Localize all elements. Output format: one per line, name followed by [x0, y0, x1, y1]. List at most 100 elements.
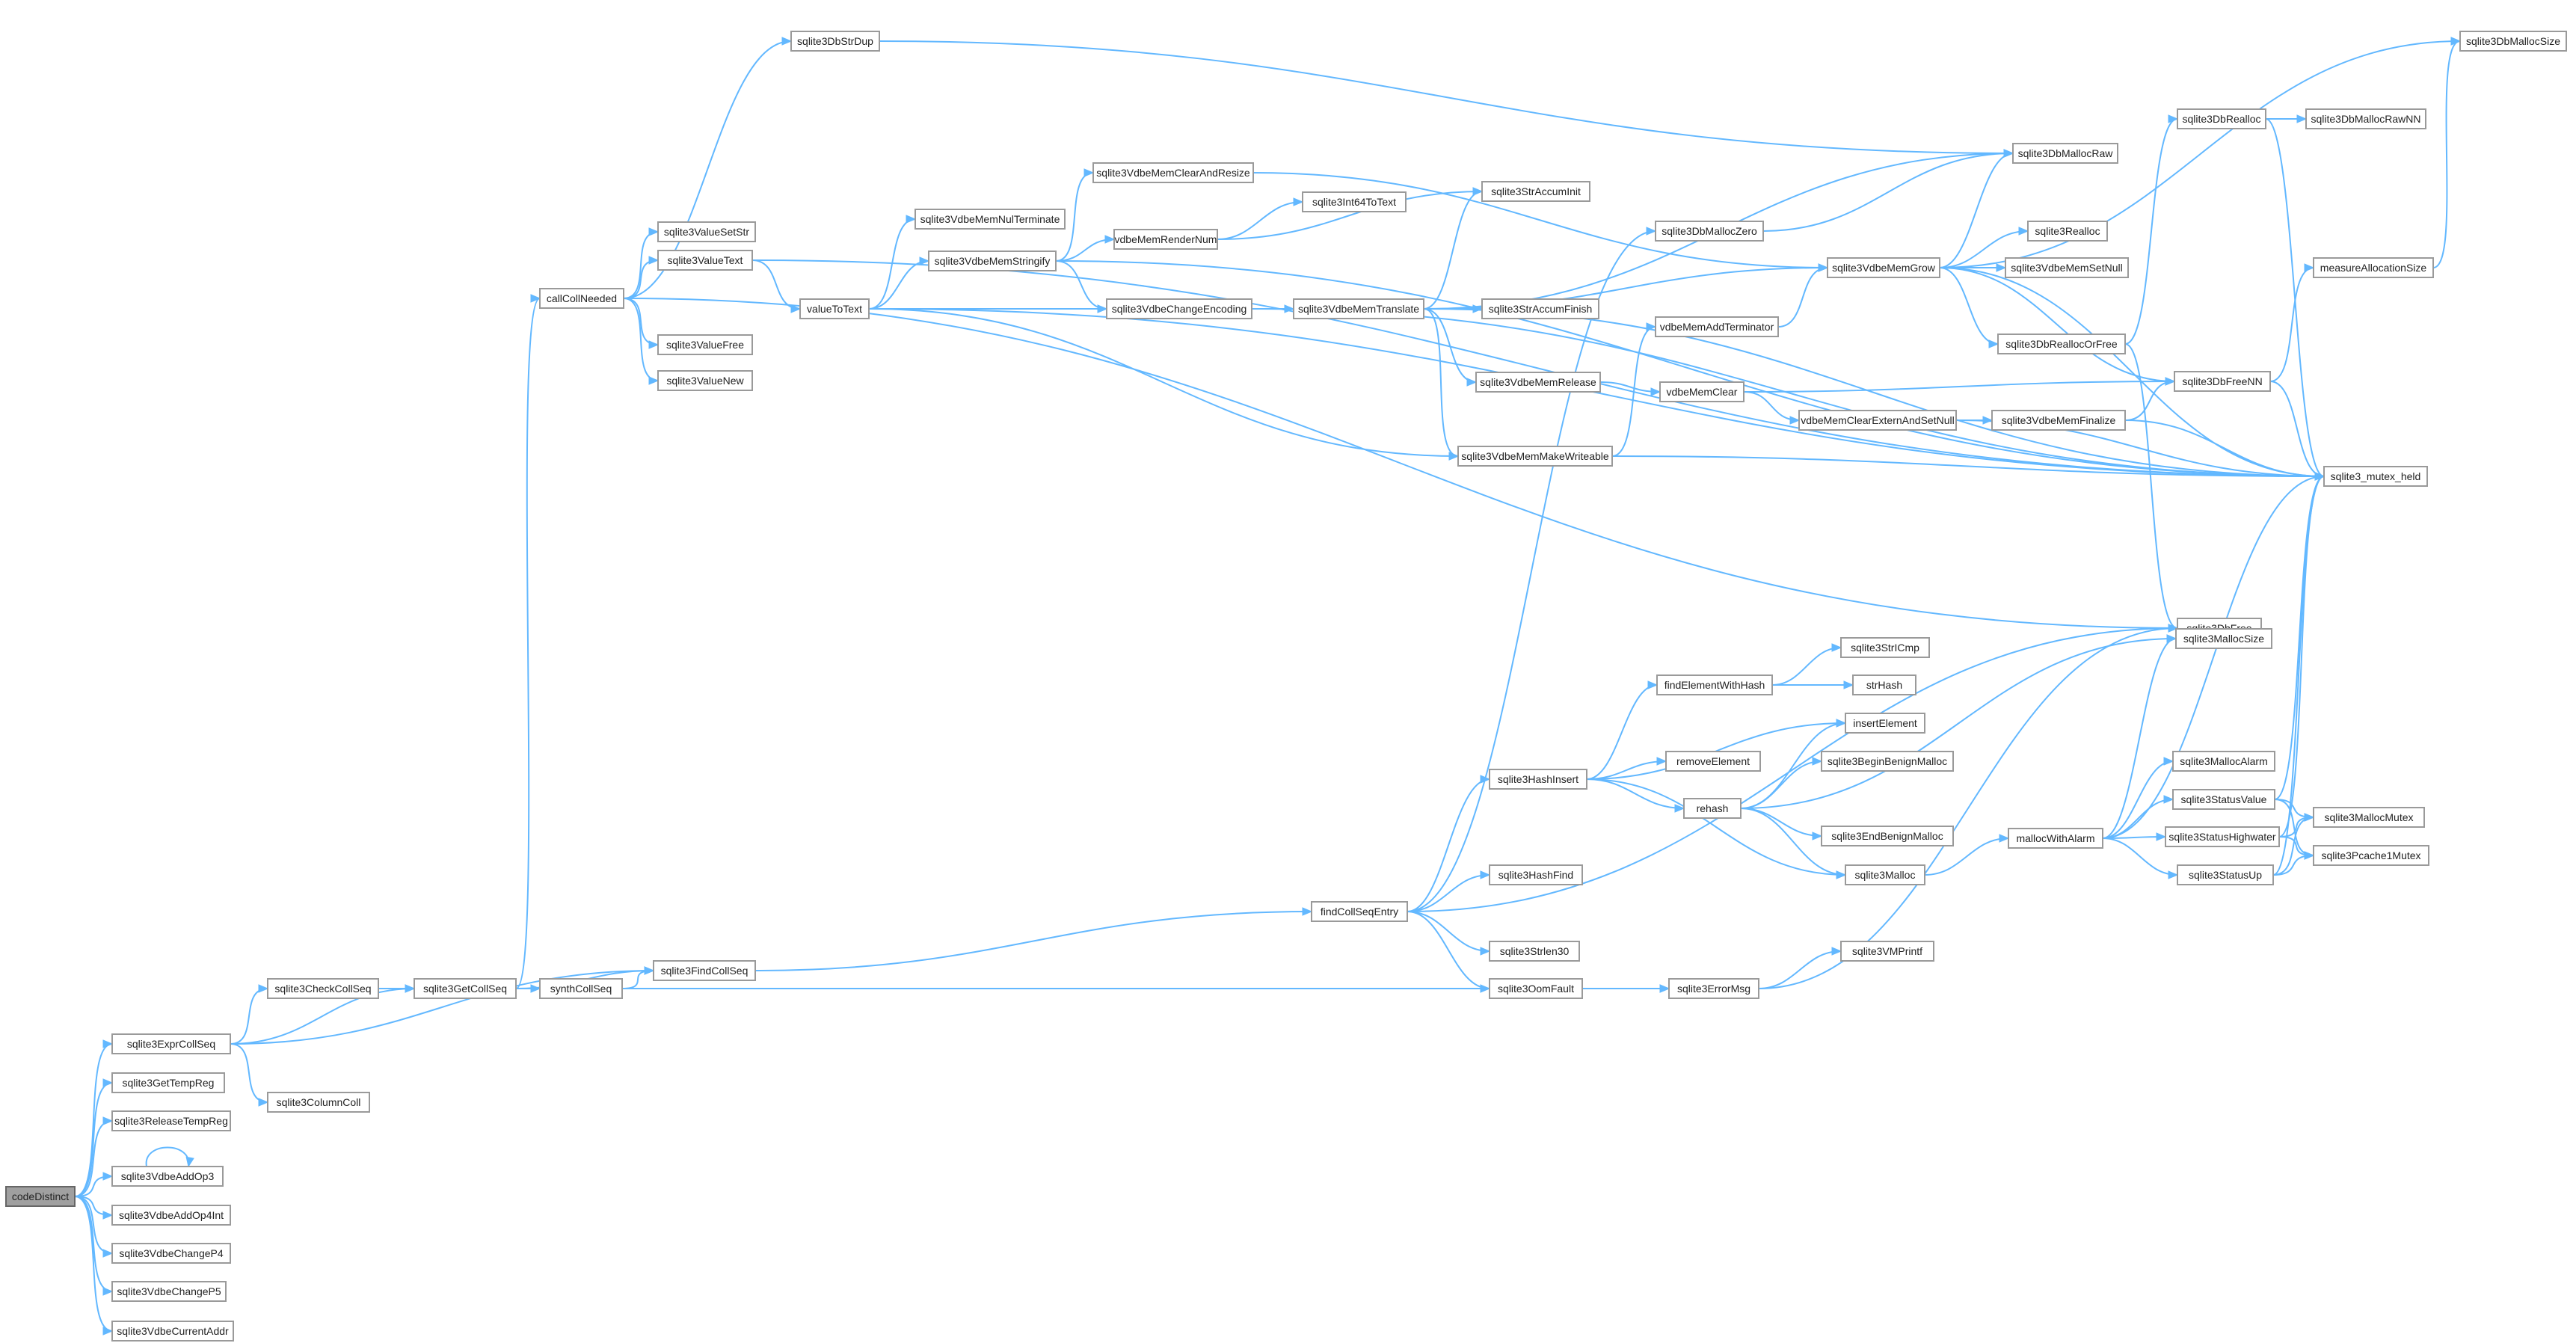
node-sqlite3DbMallocZero[interactable]: sqlite3DbMallocZero — [1655, 221, 1764, 242]
node-sqlite3Malloc[interactable]: sqlite3Malloc — [1845, 864, 1925, 885]
node-sqlite3DbStrDup[interactable]: sqlite3DbStrDup — [790, 31, 880, 52]
node-sqlite3ValueFree[interactable]: sqlite3ValueFree — [657, 334, 753, 355]
edge-findCollSeqEntry-to-sqlite3DbMallocZero-line — [1407, 230, 1656, 912]
node-sqlite3VdbeMemClearAndResize[interactable]: sqlite3VdbeMemClearAndResize — [1092, 162, 1254, 183]
node-sqlite3VdbeMemGrow[interactable]: sqlite3VdbeMemGrow — [1827, 257, 1940, 278]
edge-callCollNeeded-to-sqlite3ValueSetStr-arrowhead — [648, 227, 660, 236]
edge-sqlite3HashInsert-to-rehash — [1586, 778, 1685, 813]
node-sqlite3DbMallocSize[interactable]: sqlite3DbMallocSize — [2459, 31, 2567, 52]
node-sqlite3EndBenignMalloc[interactable]: sqlite3EndBenignMalloc — [1821, 826, 1954, 846]
node-sqlite3DbMallocRaw[interactable]: sqlite3DbMallocRaw — [2012, 143, 2118, 164]
node-sqlite3StrAccumFinish[interactable]: sqlite3StrAccumFinish — [1481, 298, 1599, 319]
node-rehash[interactable]: rehash — [1683, 798, 1742, 819]
node-sqlite3DbMallocRawNN[interactable]: sqlite3DbMallocRawNN — [2305, 108, 2426, 129]
node-vdbeMemClear[interactable]: vdbeMemClear — [1659, 381, 1745, 402]
node-sqlite3VdbeMemClearAndResize-box — [1092, 162, 1254, 183]
node-sqlite3Realloc-label: sqlite3Realloc — [2035, 225, 2100, 237]
node-removeElement[interactable]: removeElement — [1665, 751, 1761, 772]
node-sqlite3MallocAlarm[interactable]: sqlite3MallocAlarm — [2172, 751, 2275, 772]
node-sqlite3ValueNew[interactable]: sqlite3ValueNew — [657, 370, 753, 391]
edge-sqlite3ExprCollSeq-to-sqlite3ColumnColl — [230, 1043, 269, 1107]
node-sqlite3ValueSetStr[interactable]: sqlite3ValueSetStr — [657, 221, 756, 242]
node-sqlite3VdbeChangeP5[interactable]: sqlite3VdbeChangeP5 — [111, 1281, 227, 1302]
node-sqlite3VdbeChangeEncoding[interactable]: sqlite3VdbeChangeEncoding — [1106, 298, 1252, 319]
node-vdbeMemRenderNum[interactable]: vdbeMemRenderNum — [1113, 229, 1218, 250]
node-sqlite3StatusValue[interactable]: sqlite3StatusValue — [2172, 789, 2275, 810]
node-sqlite3VdbeMemMakeWriteable[interactable]: sqlite3VdbeMemMakeWriteable — [1457, 446, 1613, 467]
node-sqlite3VMPrintf[interactable]: sqlite3VMPrintf — [1840, 941, 1934, 962]
node-sqlite3DbMallocZero-box — [1655, 221, 1764, 242]
edge-sqlite3HashInsert-to-findElementWithHash-line — [1586, 684, 1658, 780]
node-sqlite3VdbeMemTranslate[interactable]: sqlite3VdbeMemTranslate — [1293, 298, 1424, 319]
edge-sqlite3DbRealloc-to-sqlite3_mutex_held-line — [2265, 118, 2325, 477]
node-sqlite3HashInsert[interactable]: sqlite3HashInsert — [1489, 769, 1587, 790]
node-valueToText[interactable]: valueToText — [799, 298, 870, 319]
node-sqlite3_mutex_held[interactable]: sqlite3_mutex_held — [2323, 466, 2428, 487]
node-sqlite3StrICmp[interactable]: sqlite3StrICmp — [1840, 637, 1930, 658]
node-synthCollSeq[interactable]: synthCollSeq — [539, 978, 623, 999]
node-sqlite3ErrorMsg-label: sqlite3ErrorMsg — [1677, 983, 1750, 995]
edge-sqlite3VdbeMemGrow-to-sqlite3DbFreeNN-line — [1939, 267, 2175, 382]
node-sqlite3MallocMutex[interactable]: sqlite3MallocMutex — [2313, 807, 2425, 828]
node-sqlite3Realloc[interactable]: sqlite3Realloc — [2027, 221, 2108, 242]
node-insertElement[interactable]: insertElement — [1845, 713, 1925, 734]
node-sqlite3StrAccumInit[interactable]: sqlite3StrAccumInit — [1481, 181, 1590, 202]
node-sqlite3VdbeCurrentAddr[interactable]: sqlite3VdbeCurrentAddr — [111, 1321, 234, 1342]
node-sqlite3VdbeMemRelease[interactable]: sqlite3VdbeMemRelease — [1475, 372, 1601, 393]
node-sqlite3GetTempReg-label: sqlite3GetTempReg — [123, 1077, 215, 1089]
edge-vdbeMemAddTerminator-to-sqlite3VdbeMemGrow-line — [1777, 267, 1828, 328]
edge-sqlite3DbReallocOrFree-to-sqlite3DbRealloc — [2124, 114, 2179, 345]
edge-sqlite3VdbeMemGrow-to-sqlite3DbReallocOrFree-line — [1939, 267, 1999, 345]
edge-codeDistinct-to-sqlite3ExprCollSeq-line — [74, 1043, 113, 1197]
node-sqlite3BeginBenignMalloc[interactable]: sqlite3BeginBenignMalloc — [1821, 751, 1954, 772]
node-sqlite3VdbeMemNulTerminate[interactable]: sqlite3VdbeMemNulTerminate — [914, 209, 1066, 230]
node-sqlite3VdbeAddOp4Int[interactable]: sqlite3VdbeAddOp4Int — [111, 1205, 231, 1226]
edge-sqlite3VdbeMemTranslate-to-sqlite3VdbeMemMakeWriteable-arrowhead — [1448, 452, 1460, 461]
edge-sqlite3DbRealloc-to-sqlite3DbMallocRawNN — [2266, 114, 2308, 123]
node-sqlite3VdbeAddOp3[interactable]: sqlite3VdbeAddOp3 — [111, 1166, 224, 1187]
node-sqlite3Int64ToText[interactable]: sqlite3Int64ToText — [1302, 191, 1407, 212]
edge-mallocWithAlarm-to-sqlite3MallocSize — [2102, 634, 2177, 839]
node-sqlite3ErrorMsg[interactable]: sqlite3ErrorMsg — [1668, 978, 1759, 999]
node-sqlite3DbReallocOrFree[interactable]: sqlite3DbReallocOrFree — [1997, 334, 2126, 354]
node-codeDistinct[interactable]: codeDistinct — [5, 1186, 76, 1207]
node-sqlite3StatusUp[interactable]: sqlite3StatusUp — [2177, 864, 2274, 885]
node-mallocWithAlarm[interactable]: mallocWithAlarm — [2008, 828, 2103, 849]
node-sqlite3DbFreeNN[interactable]: sqlite3DbFreeNN — [2174, 371, 2271, 392]
node-sqlite3ValueText[interactable]: sqlite3ValueText — [657, 250, 753, 271]
node-sqlite3DbFreeNN-label: sqlite3DbFreeNN — [2182, 375, 2262, 387]
node-strHash[interactable]: strHash — [1852, 674, 1916, 695]
node-callCollNeeded[interactable]: callCollNeeded — [539, 288, 624, 309]
node-sqlite3OomFault[interactable]: sqlite3OomFault — [1489, 978, 1583, 999]
node-sqlite3HashFind[interactable]: sqlite3HashFind — [1489, 864, 1583, 885]
node-sqlite3GetTempReg[interactable]: sqlite3GetTempReg — [111, 1072, 225, 1093]
node-sqlite3GetCollSeq[interactable]: sqlite3GetCollSeq — [414, 978, 517, 999]
node-sqlite3CheckCollSeq[interactable]: sqlite3CheckCollSeq — [267, 978, 379, 999]
node-vdbeMemClearExternAndSetNull[interactable]: vdbeMemClearExternAndSetNull — [1798, 410, 1957, 431]
node-sqlite3VdbeMemStringify[interactable]: sqlite3VdbeMemStringify — [928, 251, 1057, 271]
node-sqlite3FindCollSeq[interactable]: sqlite3FindCollSeq — [653, 960, 756, 981]
node-findCollSeqEntry[interactable]: findCollSeqEntry — [1311, 901, 1408, 922]
node-sqlite3FindCollSeq-label: sqlite3FindCollSeq — [661, 965, 748, 977]
node-sqlite3Pcache1Mutex[interactable]: sqlite3Pcache1Mutex — [2313, 845, 2429, 866]
node-sqlite3VdbeMemFinalize[interactable]: sqlite3VdbeMemFinalize — [1991, 410, 2126, 431]
node-sqlite3ReleaseTempReg[interactable]: sqlite3ReleaseTempReg — [111, 1110, 231, 1131]
node-sqlite3StatusHighwater[interactable]: sqlite3StatusHighwater — [2165, 826, 2280, 847]
edge-codeDistinct-to-sqlite3VdbeAddOp4Int-arrowhead — [102, 1211, 114, 1220]
edge-rehash-to-sqlite3BeginBenignMalloc-line — [1740, 760, 1822, 809]
node-sqlite3VdbeMemSetNull[interactable]: sqlite3VdbeMemSetNull — [2005, 257, 2129, 278]
node-sqlite3ExprCollSeq[interactable]: sqlite3ExprCollSeq — [111, 1033, 231, 1054]
node-measureAllocationSize[interactable]: measureAllocationSize — [2313, 257, 2434, 278]
node-sqlite3ColumnColl[interactable]: sqlite3ColumnColl — [267, 1092, 370, 1113]
node-sqlite3DbRealloc[interactable]: sqlite3DbRealloc — [2177, 108, 2266, 129]
node-sqlite3VdbeMemRelease-box — [1475, 372, 1601, 393]
node-vdbeMemAddTerminator[interactable]: vdbeMemAddTerminator — [1655, 316, 1779, 337]
node-sqlite3Malloc-label: sqlite3Malloc — [1855, 869, 1916, 881]
node-sqlite3MallocSize[interactable]: sqlite3MallocSize — [2175, 628, 2272, 649]
node-sqlite3GetCollSeq-box — [414, 978, 517, 999]
node-findElementWithHash[interactable]: findElementWithHash — [1656, 674, 1773, 695]
node-sqlite3Strlen30[interactable]: sqlite3Strlen30 — [1489, 941, 1580, 962]
node-sqlite3Strlen30-box — [1489, 941, 1580, 962]
edge-rehash-to-sqlite3MallocSize-line — [1740, 638, 2177, 809]
node-sqlite3VdbeChangeP4[interactable]: sqlite3VdbeChangeP4 — [111, 1243, 231, 1264]
